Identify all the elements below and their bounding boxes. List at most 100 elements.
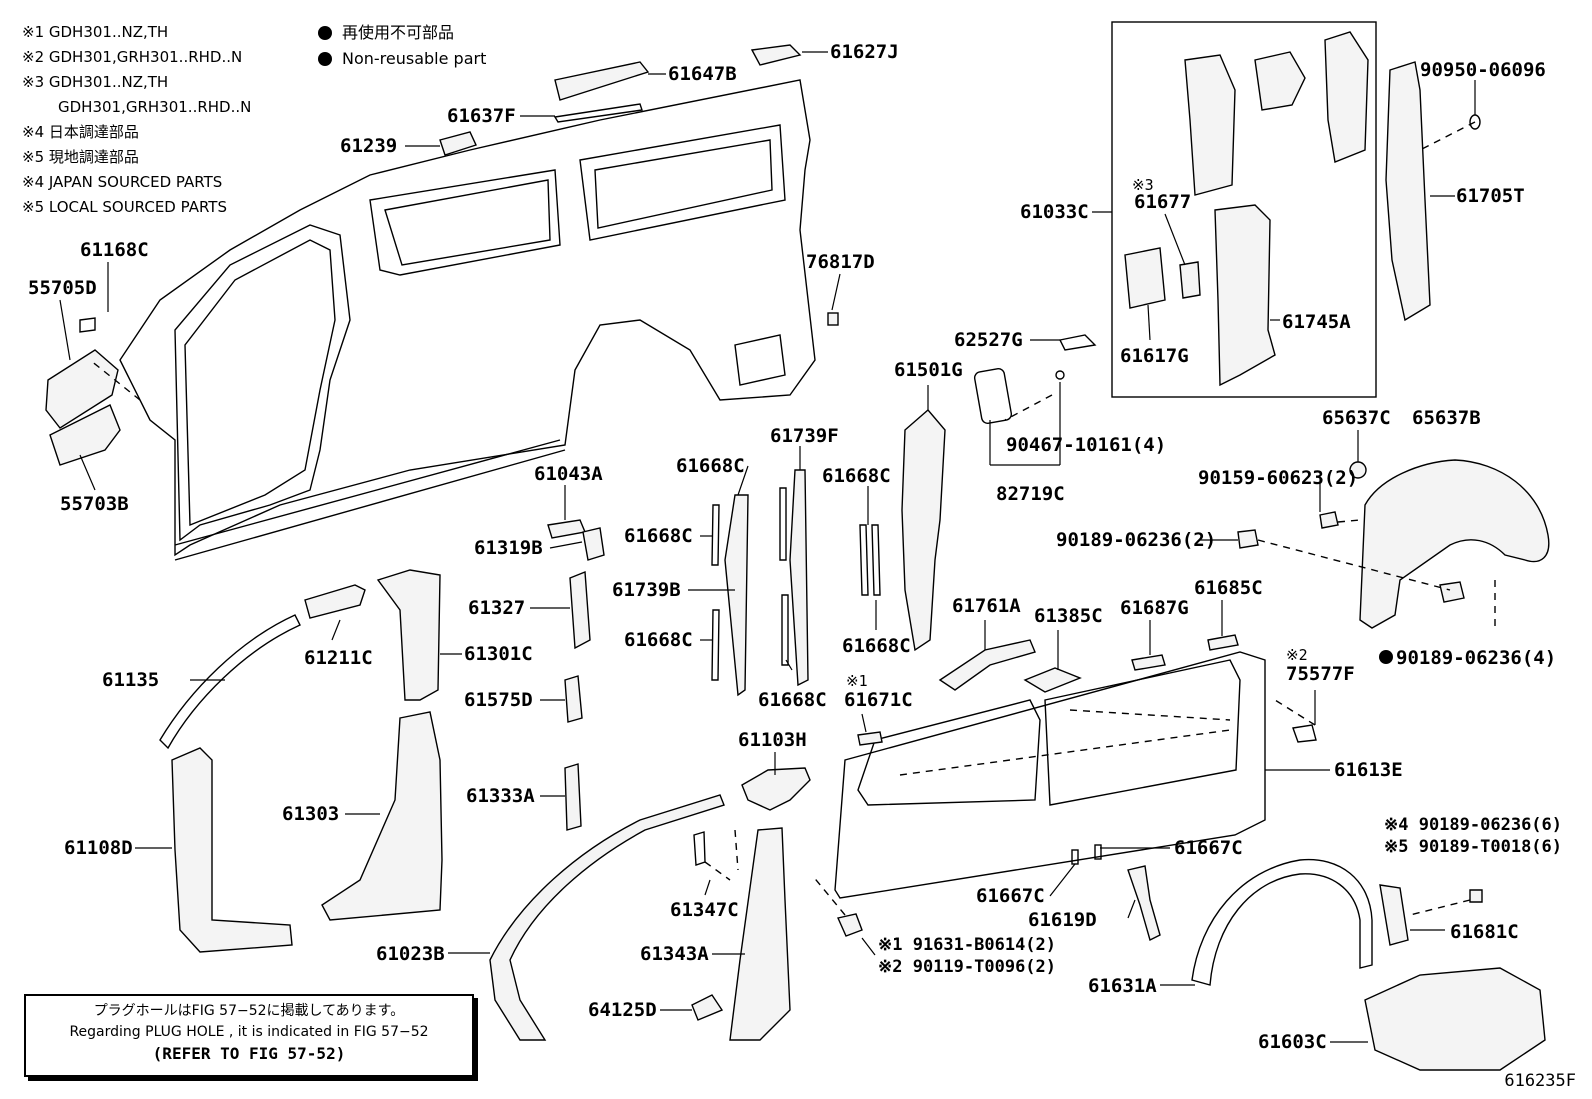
label-61668C: 61668C — [676, 455, 745, 477]
label-61211C: 61211C — [304, 647, 373, 669]
part-61617G — [1124, 247, 1166, 309]
part-labels: 61627J 61647B 61637F 61239 61168C 55705D… — [28, 41, 1562, 1053]
non-reusable-dot-icon — [1379, 650, 1393, 664]
label-61687G: 61687G — [1120, 597, 1189, 619]
part-61739B — [724, 494, 749, 697]
note-5-jp: ※5 現地調達部品 — [22, 148, 139, 166]
part-61303 — [321, 711, 443, 921]
label-61575D: 61575D — [464, 689, 533, 711]
label-61668C: 61668C — [624, 525, 693, 547]
note-3-cont: GDH301,GRH301..RHD..N — [58, 98, 252, 116]
reference-line-en: Regarding PLUG HOLE , it is indicated in… — [69, 1024, 429, 1040]
part-55705D — [45, 349, 119, 429]
label-76817D: 76817D — [806, 251, 875, 273]
label-82719C: 82719C — [996, 483, 1065, 505]
part-61347C — [693, 831, 706, 866]
label-61667C: 61667C — [1174, 837, 1243, 859]
part-61668C-strip3 — [779, 487, 787, 561]
part-61667C-b — [1094, 844, 1102, 860]
note-4-jp: ※4 日本調達部品 — [22, 123, 139, 141]
label-90159: 90159-60623(2) — [1198, 467, 1358, 489]
label-61103H: 61103H — [738, 729, 807, 751]
part-90467 — [1055, 370, 1065, 380]
part-61761A — [938, 639, 1036, 691]
label-61617G: 61617G — [1120, 345, 1189, 367]
part-61668C-strip1 — [711, 504, 720, 566]
part-76817D — [827, 312, 839, 326]
part-61668C-strip4 — [781, 594, 789, 666]
label-61627J: 61627J — [830, 41, 899, 63]
label-61501G: 61501G — [894, 359, 963, 381]
label-65637C: 65637C — [1322, 407, 1391, 429]
part-61385C — [1023, 667, 1082, 693]
label-90189: 90189-06236(2) — [1056, 529, 1216, 551]
label-61343A: 61343A — [640, 943, 709, 965]
part-61668C-strip6 — [871, 524, 881, 596]
label-61033C: 61033C — [1020, 201, 1089, 223]
detail-box-61033C — [1111, 21, 1377, 398]
note-5-en: ※5 LOCAL SOURCED PARTS — [22, 198, 227, 216]
note-2: ※2 GDH301,GRH301..RHD..N — [22, 48, 243, 66]
part-61108D — [171, 747, 293, 953]
part-61677 — [1179, 261, 1201, 299]
part-61168C — [79, 317, 96, 333]
part-61668C-strip5 — [859, 524, 869, 596]
part-61619D — [1127, 865, 1161, 942]
part-61333A — [564, 763, 582, 831]
label-61668C: 61668C — [822, 465, 891, 487]
label-61647B: 61647B — [668, 63, 737, 85]
label-61108D: 61108D — [64, 837, 133, 859]
label-91631: ※1 91631-B0614(2) — [878, 935, 1056, 955]
part-61668C-strip2 — [711, 609, 720, 681]
part-82719C — [973, 368, 1013, 424]
part-61023B — [489, 794, 725, 1041]
part-61301C — [376, 569, 441, 701]
label-75577F-note: ※2 — [1286, 646, 1308, 664]
legend: 再使用不可部品 Non-reusable part — [318, 20, 486, 72]
figure-id: 616235F — [1504, 1071, 1576, 1091]
label-61667C: 61667C — [976, 885, 1045, 907]
part-bracket-upper — [1254, 51, 1306, 111]
label-65637B: 65637B — [1412, 407, 1481, 429]
part-61239 — [439, 131, 477, 156]
part-61705T — [1385, 61, 1431, 322]
part-61637F — [553, 103, 643, 123]
label-61135: 61135 — [102, 669, 159, 691]
label-61671C: 61671C — [844, 689, 913, 711]
label-61668C: 61668C — [842, 635, 911, 657]
label-61671C-note: ※1 — [846, 672, 868, 690]
label-90119: ※2 90119-T0096(2) — [878, 957, 1056, 977]
non-reusable-dot-icon — [318, 52, 332, 66]
part-61681C — [1379, 884, 1409, 946]
part-75577F — [1292, 724, 1317, 743]
part-61687G — [1131, 654, 1166, 671]
label-61303: 61303 — [282, 803, 339, 825]
label-61677: 61677 — [1134, 191, 1191, 213]
label-61668C: 61668C — [624, 629, 693, 651]
label-61168C: 61168C — [80, 239, 149, 261]
label-55703B: 55703B — [60, 493, 129, 515]
label-61685C: 61685C — [1194, 577, 1263, 599]
label-61677-note: ※3 — [1132, 176, 1154, 194]
part-90189-clip — [1469, 889, 1483, 903]
note-4-en: ※4 JAPAN SOURCED PARTS — [22, 173, 223, 191]
part-64125D — [691, 994, 724, 1021]
part-61501G — [901, 409, 946, 652]
notes-block: ※1 GDH301..NZ,TH ※2 GDH301,GRH301..RHD..… — [22, 20, 251, 220]
part-61211C — [304, 584, 366, 619]
note-3: ※3 GDH301..NZ,TH — [22, 73, 169, 91]
dash-lines — [89, 121, 1496, 916]
label-90189: ※4 90189-06236(6) — [1384, 815, 1562, 835]
part-61647B — [554, 61, 650, 101]
part-55703B — [49, 404, 121, 466]
label-55705D: 55705D — [28, 277, 97, 299]
part-61685C — [1207, 634, 1239, 651]
non-reusable-dot-icon — [318, 26, 332, 40]
part-61603C — [1364, 967, 1546, 1071]
label-61681C: 61681C — [1450, 921, 1519, 943]
label-61631A: 61631A — [1088, 975, 1157, 997]
part-61575D — [564, 675, 583, 723]
label-61239: 61239 — [340, 135, 397, 157]
part-61745A — [1214, 204, 1276, 387]
